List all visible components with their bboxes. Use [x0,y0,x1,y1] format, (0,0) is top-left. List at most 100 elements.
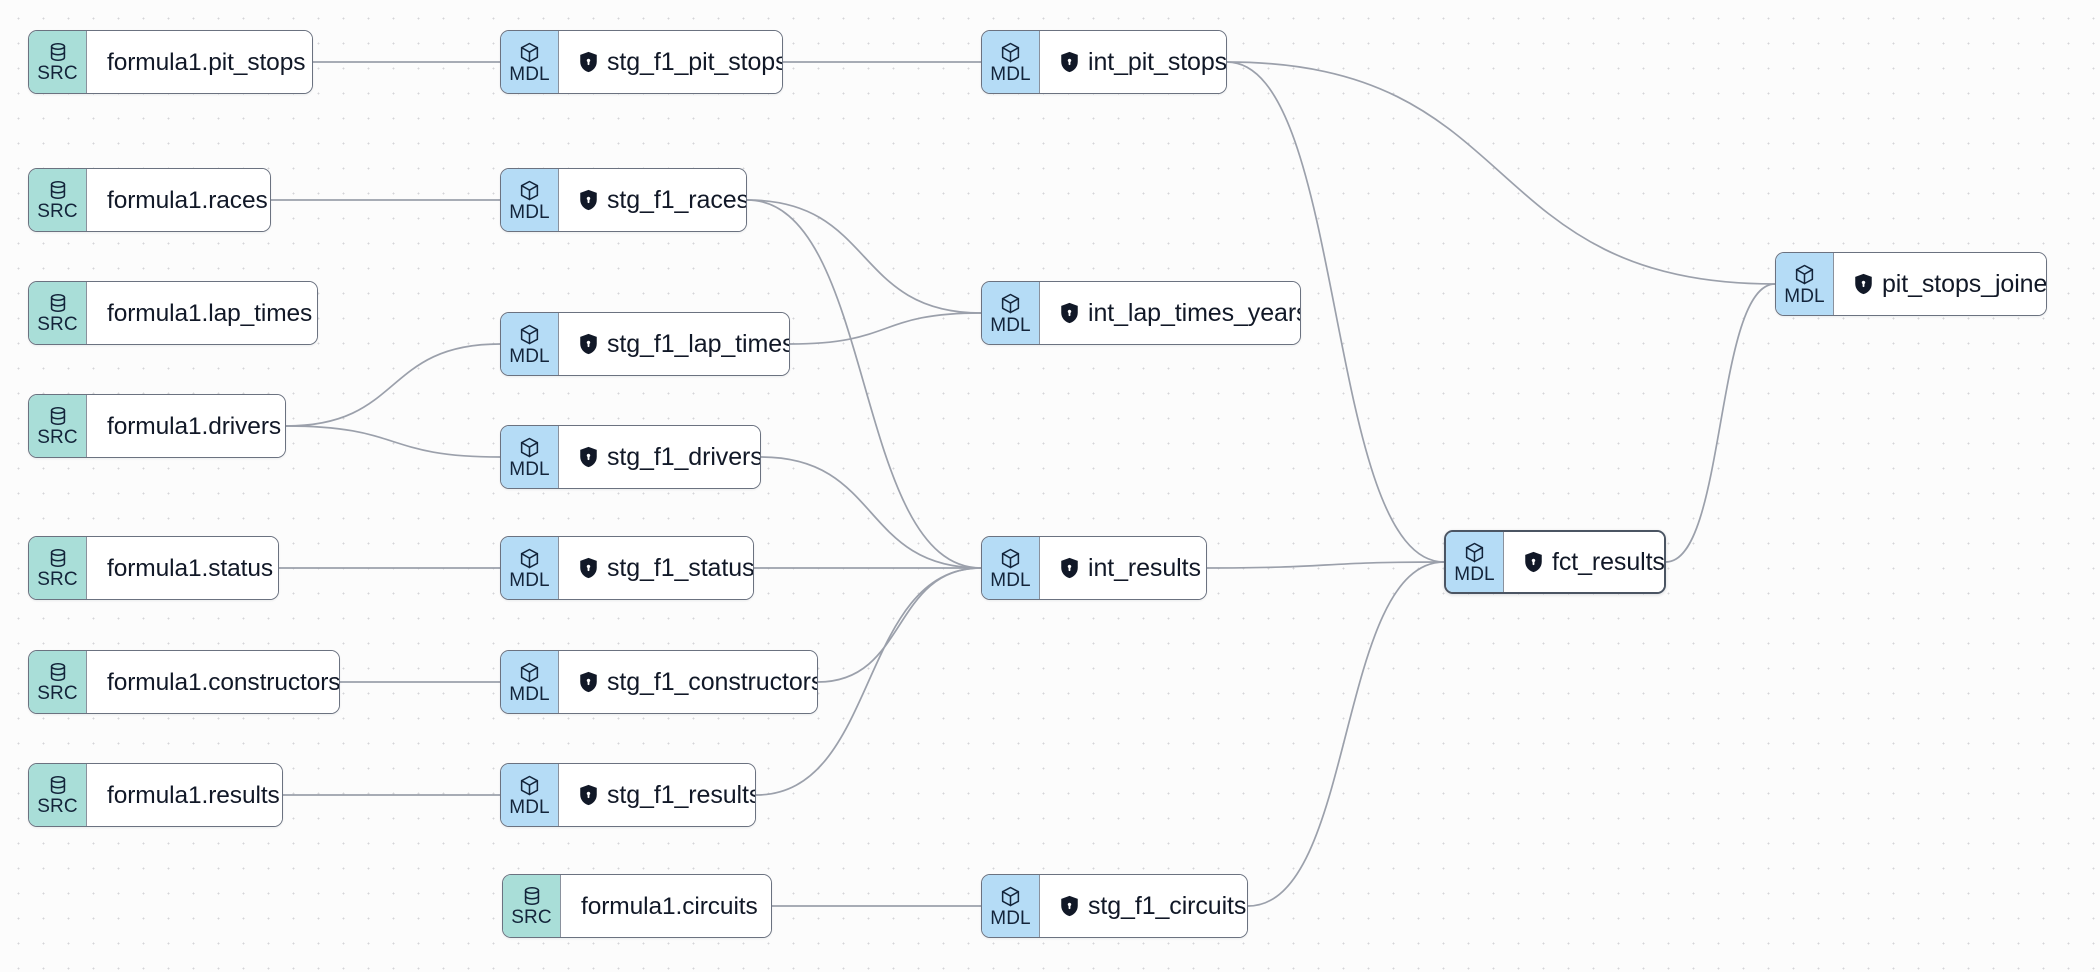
node-kind-code: SRC [37,569,78,590]
node-kind-code: SRC [37,796,78,817]
edge-stg_drivers-to-int_results [760,456,982,569]
graph-node-src_circuits[interactable]: SRC formula1.circuits [502,874,772,938]
database-icon [47,547,69,569]
source-badge: SRC [29,31,87,93]
graph-node-pit_stops_joined[interactable]: MDL pit_stops_joined [1775,252,2047,316]
shield-lock-icon [579,333,598,355]
node-kind-code: MDL [1784,285,1825,307]
node-label: stg_f1_races [607,185,747,214]
node-body: stg_f1_constructors [559,651,818,713]
graph-node-src_drivers[interactable]: SRC formula1.drivers [28,394,286,458]
model-badge: MDL [501,764,559,826]
node-kind-code: MDL [509,569,550,591]
node-body: int_lap_times_years [1040,282,1300,344]
node-label: formula1.lap_times [107,299,313,327]
node-label: formula1.circuits [581,892,758,920]
source-badge: SRC [29,537,87,599]
model-badge: MDL [982,537,1040,599]
edge-fct_results-to-pit_stops_joined [1665,283,1776,563]
shield-lock-icon [1060,51,1079,73]
graph-node-int_pit_stops[interactable]: MDL int_pit_stops [981,30,1227,94]
cube-icon [518,547,541,570]
database-icon [47,774,69,796]
node-body: stg_f1_circuits [1040,875,1247,937]
shield-lock-icon [579,784,598,806]
node-label: stg_f1_results [607,780,756,809]
node-kind-code: MDL [509,796,550,818]
node-label: formula1.results [107,781,280,809]
graph-node-stg_lap_times[interactable]: MDL stg_f1_lap_times [500,312,790,376]
shield-lock-icon [579,671,598,693]
graph-node-stg_circuits[interactable]: MDL stg_f1_circuits [981,874,1248,938]
node-body: pit_stops_joined [1834,253,2046,315]
node-kind-code: SRC [37,683,78,704]
node-body: stg_f1_lap_times [559,313,789,375]
shield-lock-icon [579,446,598,468]
edge-stg_lap_times-to-int_lap_times_years [789,312,982,345]
graph-node-fct_results[interactable]: MDL fct_results [1444,530,1666,594]
source-badge: SRC [29,764,87,826]
cube-icon [999,885,1022,908]
node-body: stg_f1_pit_stops [559,31,782,93]
cube-icon [518,323,541,346]
cube-icon [518,774,541,797]
node-body: formula1.lap_times [87,282,317,344]
node-label: stg_f1_status [607,553,754,582]
shield-lock-icon [579,189,598,211]
node-label: formula1.drivers [107,412,282,440]
shield-lock-icon [1060,895,1079,917]
graph-node-stg_races[interactable]: MDL stg_f1_races [500,168,747,232]
node-body: int_pit_stops [1040,31,1227,93]
edge-stg_circuits-to-fct_results [1247,561,1445,907]
node-kind-code: MDL [509,201,550,223]
model-badge: MDL [501,426,559,488]
node-kind-code: MDL [990,63,1031,85]
node-body: fct_results [1504,532,1664,592]
model-badge: MDL [982,875,1040,937]
shield-lock-icon [1060,557,1079,579]
node-body: formula1.status [87,537,278,599]
node-label: stg_f1_circuits [1088,891,1247,920]
node-label: formula1.constructors [107,668,340,696]
graph-node-stg_results[interactable]: MDL stg_f1_results [500,763,756,827]
graph-node-stg_status[interactable]: MDL stg_f1_status [500,536,754,600]
database-icon [47,292,69,314]
database-icon [47,41,69,63]
cube-icon [999,547,1022,570]
shield-lock-icon [579,51,598,73]
node-label: stg_f1_constructors [607,667,818,696]
source-badge: SRC [29,395,87,457]
model-badge: MDL [501,169,559,231]
model-badge: MDL [501,31,559,93]
edge-stg_races-to-int_results [746,199,982,569]
graph-node-src_status[interactable]: SRC formula1.status [28,536,279,600]
edge-int_results-to-fct_results [1206,561,1445,569]
node-kind-code: MDL [990,907,1031,929]
model-badge: MDL [982,31,1040,93]
cube-icon [999,41,1022,64]
node-kind-code: MDL [1454,563,1495,585]
cube-icon [999,292,1022,315]
node-kind-code: MDL [509,345,550,367]
node-kind-code: SRC [511,907,552,928]
node-label: int_pit_stops [1088,47,1227,76]
graph-node-src_results[interactable]: SRC formula1.results [28,763,283,827]
graph-node-src_constructors[interactable]: SRC formula1.constructors [28,650,340,714]
source-badge: SRC [29,169,87,231]
model-badge: MDL [501,537,559,599]
cube-icon [1463,541,1486,564]
edge-stg_races-to-int_lap_times_years [746,199,982,314]
node-body: formula1.races [87,169,270,231]
node-body: stg_f1_drivers [559,426,760,488]
edge-int_pit_stops-to-pit_stops_joined [1226,61,1776,285]
